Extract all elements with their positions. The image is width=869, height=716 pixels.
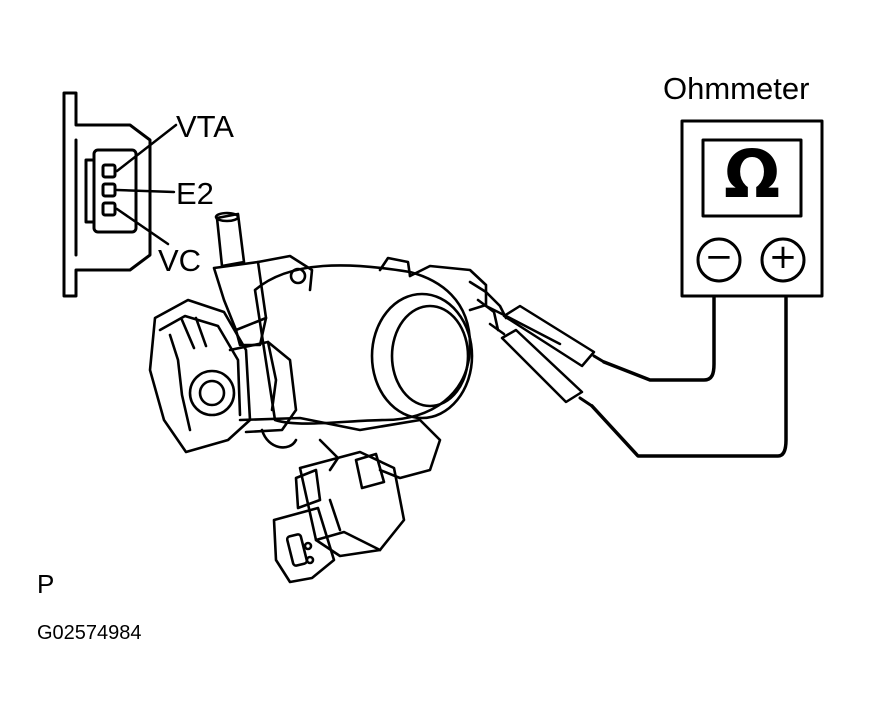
ohmmeter-display <box>701 138 803 218</box>
minus-icon: − <box>704 237 734 277</box>
view-code-label: P <box>37 569 55 599</box>
negative-lead <box>602 296 716 382</box>
ohmmeter-title: Ohmmeter <box>663 71 810 106</box>
positive-lead <box>590 296 788 458</box>
positive-probe <box>500 328 584 404</box>
ohmmeter-device <box>680 119 824 298</box>
terminal-label-vta: VTA <box>176 109 234 144</box>
throttle-body <box>148 211 508 584</box>
plus-terminal <box>760 237 806 283</box>
plus-icon: + <box>768 237 798 277</box>
terminal-label-e2: E2 <box>176 176 214 211</box>
sensor-connector <box>62 91 178 298</box>
figure-id-label: G02574984 <box>37 622 142 644</box>
terminal-label-vc: VC <box>158 243 202 278</box>
terminal-e2 <box>101 182 117 198</box>
terminal-vc <box>101 201 117 217</box>
minus-terminal <box>696 237 742 283</box>
ohm-symbol-icon: Ω <box>723 136 781 213</box>
test-leads <box>484 296 788 458</box>
negative-probe <box>502 304 596 368</box>
terminal-vta <box>101 163 117 179</box>
